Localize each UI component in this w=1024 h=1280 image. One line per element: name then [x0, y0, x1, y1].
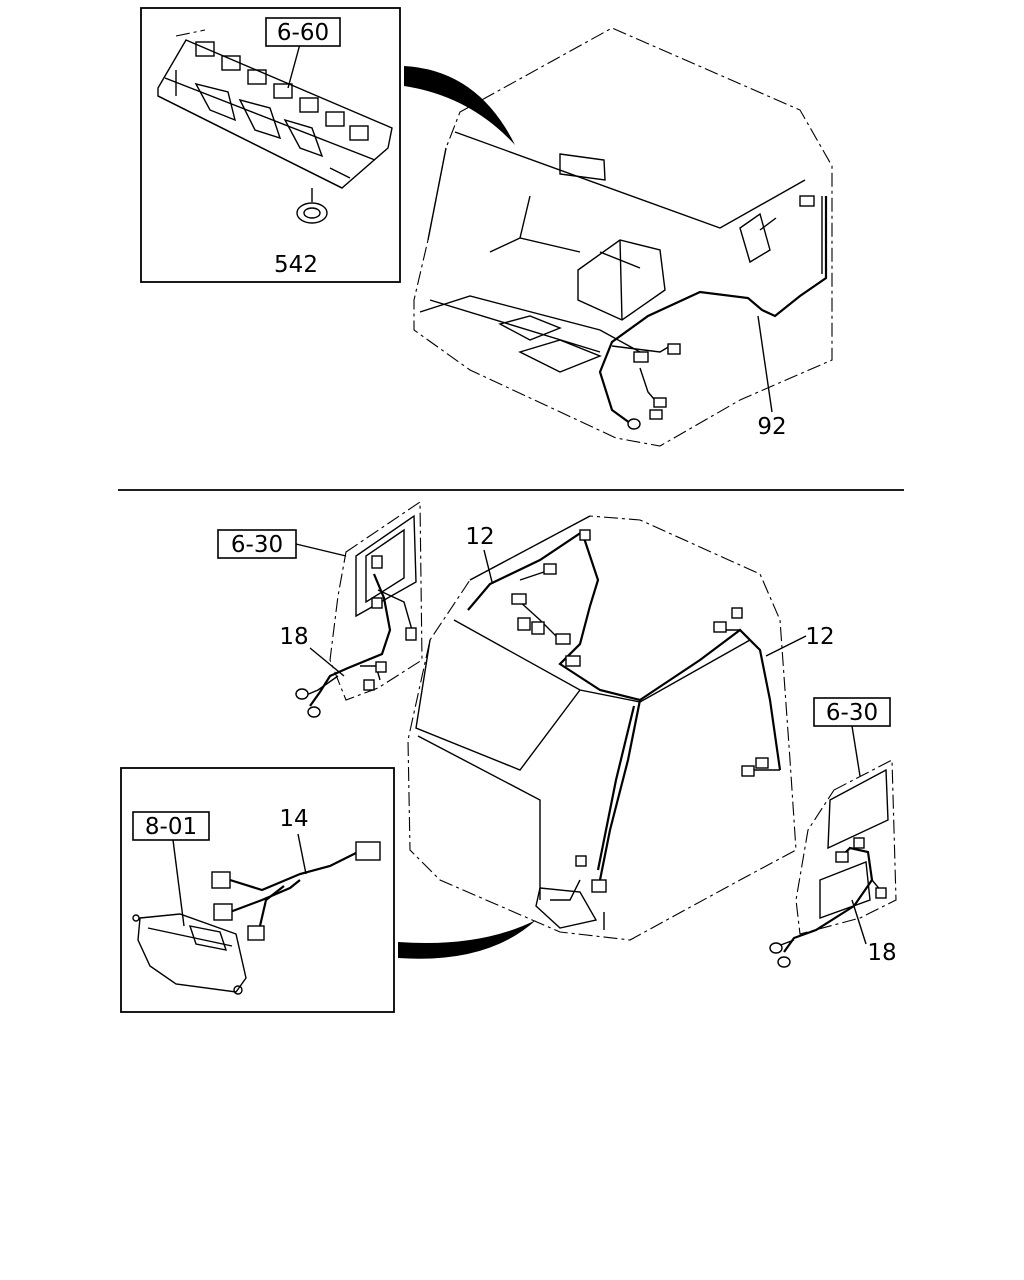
callout-18-left: 18	[279, 624, 308, 650]
grommet-illustration	[296, 202, 328, 224]
harness-92	[598, 195, 828, 430]
ref-label-6-60: 6-60	[277, 20, 329, 46]
ref-box-6-60	[265, 17, 341, 47]
leader-6-30-left	[295, 543, 347, 557]
harness-14	[211, 841, 381, 941]
callout-542: 542	[274, 252, 318, 278]
callout-12-right: 12	[805, 624, 834, 650]
ref-label-8-01: 8-01	[145, 814, 197, 840]
leader-12-top	[483, 549, 493, 583]
pointer-arrow-top	[404, 66, 515, 145]
leader-12-right	[765, 635, 807, 657]
inset-frame-top	[140, 7, 401, 283]
leader-6-60	[287, 43, 301, 89]
ref-label-6-30-right: 6-30	[826, 700, 878, 726]
leader-18-left	[309, 647, 345, 677]
callout-14: 14	[279, 806, 308, 832]
headlamp-on-cab	[535, 887, 605, 930]
leader-92	[757, 315, 773, 413]
harness-18-left	[295, 555, 417, 718]
top-section: 6-60 542	[140, 7, 833, 447]
inset-frame-bottom	[120, 767, 395, 1013]
leader-14	[297, 833, 307, 875]
harness-12	[467, 529, 782, 901]
leader-18-right	[851, 899, 867, 945]
harness-18-right	[769, 837, 887, 968]
ref-box-8-01	[132, 811, 210, 841]
callout-12-top: 12	[465, 524, 494, 550]
cab-interior-illustration	[413, 27, 833, 447]
right-door-illustration	[795, 759, 897, 935]
left-door-illustration	[329, 500, 423, 701]
pointer-arrow-bottom	[398, 920, 536, 959]
ref-label-6-30-left: 6-30	[231, 532, 283, 558]
bottom-section: 6-30 18	[120, 500, 897, 1013]
callout-92: 92	[757, 414, 786, 440]
callout-18-right: 18	[867, 940, 896, 966]
ref-box-6-30-right	[813, 697, 891, 727]
headlamp-illustration	[132, 913, 247, 995]
leader-8-01	[172, 839, 185, 927]
ref-box-6-30-left	[217, 529, 297, 559]
console-panel-illustration	[157, 29, 393, 189]
leader-6-30-right	[851, 725, 861, 777]
cab-exterior-illustration	[407, 515, 797, 941]
